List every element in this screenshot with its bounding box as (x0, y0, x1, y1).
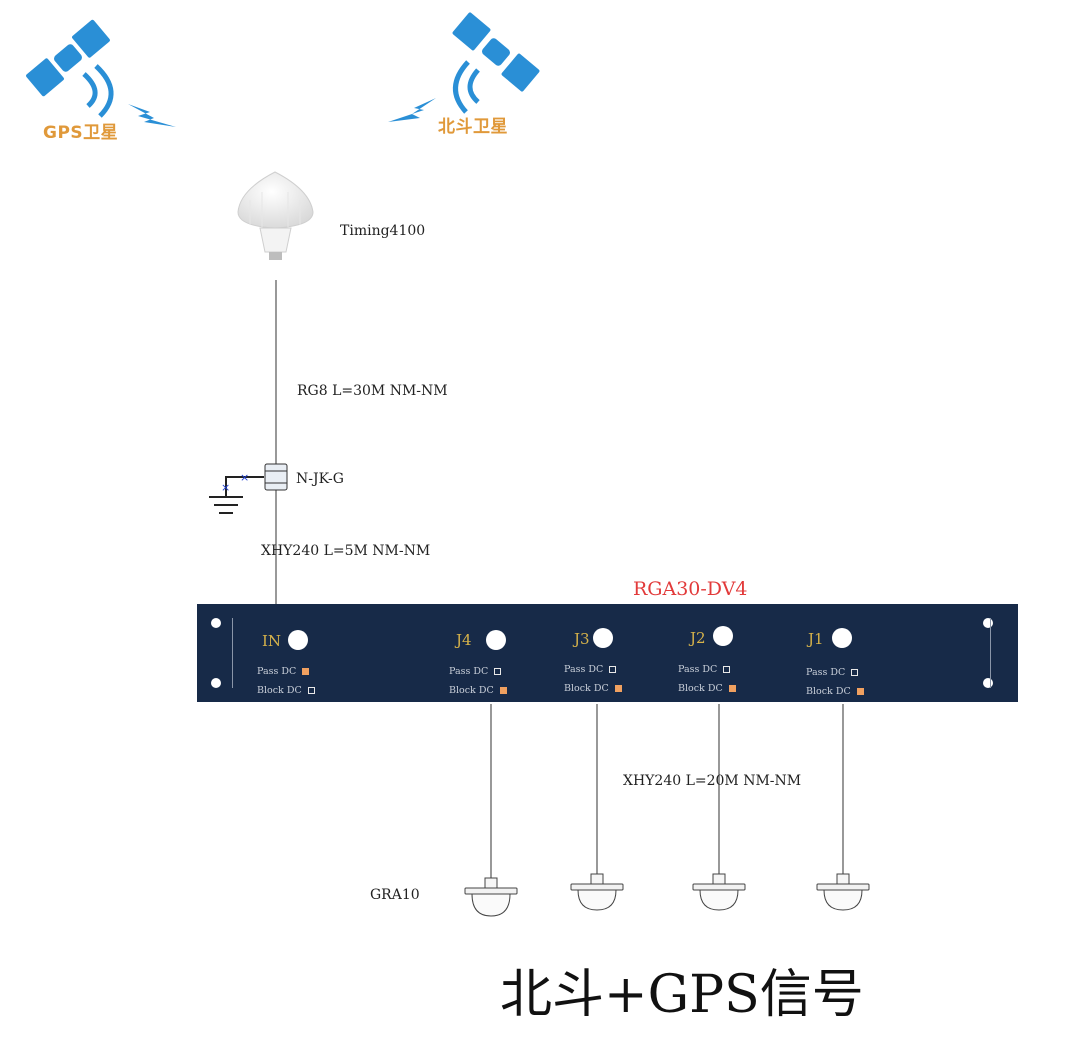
ground-mark-2: × (221, 481, 230, 494)
rack-screw (211, 618, 221, 628)
port-label: IN (262, 632, 282, 650)
block-dc-indicator: Block DC (257, 685, 315, 696)
cable-middle-label: XHY240 L=5M NM-NM (261, 543, 431, 559)
port-label: J4 (456, 631, 472, 649)
block-dc-indicator: Block DC (806, 686, 864, 697)
ground-icon (209, 496, 243, 514)
port-connector[interactable] (713, 626, 733, 646)
block-dc-box (728, 685, 736, 692)
pass-dc-box (851, 669, 859, 676)
block-dc-indicator: Block DC (678, 683, 736, 694)
ground-wire (225, 476, 264, 496)
rack-screw (211, 678, 221, 688)
block-dc-indicator: Block DC (564, 683, 622, 694)
lightning-protector-icon (264, 463, 288, 491)
receiver-model-label: GRA10 (370, 887, 420, 903)
receiver-antenna-icon (570, 873, 624, 911)
block-dc-box (307, 687, 315, 694)
receiver-antenna-icon (464, 877, 518, 917)
cable-bottom-label: XHY240 L=20M NM-NM (623, 773, 802, 789)
port-label: J2 (690, 629, 706, 647)
receiver-antenna-icon (816, 873, 870, 911)
pass-dc-box (494, 668, 502, 675)
protector-label: N-JK-G (296, 471, 344, 487)
rack-divider-left (232, 618, 233, 688)
splitter-model-label: RGA30-DV4 (633, 578, 748, 600)
port-connector[interactable] (593, 628, 613, 648)
port-label: J3 (574, 630, 590, 648)
pass-dc-box (302, 668, 310, 675)
ground-mark-1: × (240, 471, 249, 484)
rack-divider-right (990, 618, 991, 688)
beidou-satellite-icon (388, 12, 540, 122)
splitter-rack-unit: IN Pass DC Block DC J4 Pass DC Block DC … (197, 604, 1018, 702)
rack-screw (983, 618, 993, 628)
block-dc-box (856, 688, 864, 695)
antenna-model-label: Timing4100 (340, 223, 426, 239)
port-label: J1 (808, 630, 824, 648)
receiver-antenna-icon (692, 873, 746, 911)
block-dc-box (614, 685, 622, 692)
beidou-satellite-label: 北斗卫星 (438, 117, 508, 137)
pass-dc-indicator: Pass DC (678, 664, 731, 675)
pass-dc-box (609, 666, 617, 673)
pass-dc-indicator: Pass DC (806, 667, 859, 678)
rack-screw (983, 678, 993, 688)
gps-satellite-icon (26, 19, 176, 127)
block-dc-indicator: Block DC (449, 685, 507, 696)
port-connector[interactable] (288, 630, 308, 650)
block-dc-box (499, 687, 507, 694)
cable-top-label: RG8 L=30M NM-NM (297, 383, 448, 399)
port-connector[interactable] (486, 630, 506, 650)
pass-dc-indicator: Pass DC (564, 664, 617, 675)
pass-dc-indicator: Pass DC (449, 666, 502, 677)
diagram-title: 北斗+GPS信号 (500, 965, 864, 1025)
pass-dc-indicator: Pass DC (257, 666, 310, 677)
timing-antenna-icon (237, 171, 314, 260)
gps-satellite-label: GPS卫星 (43, 123, 119, 143)
pass-dc-box (723, 666, 731, 673)
port-connector[interactable] (832, 628, 852, 648)
